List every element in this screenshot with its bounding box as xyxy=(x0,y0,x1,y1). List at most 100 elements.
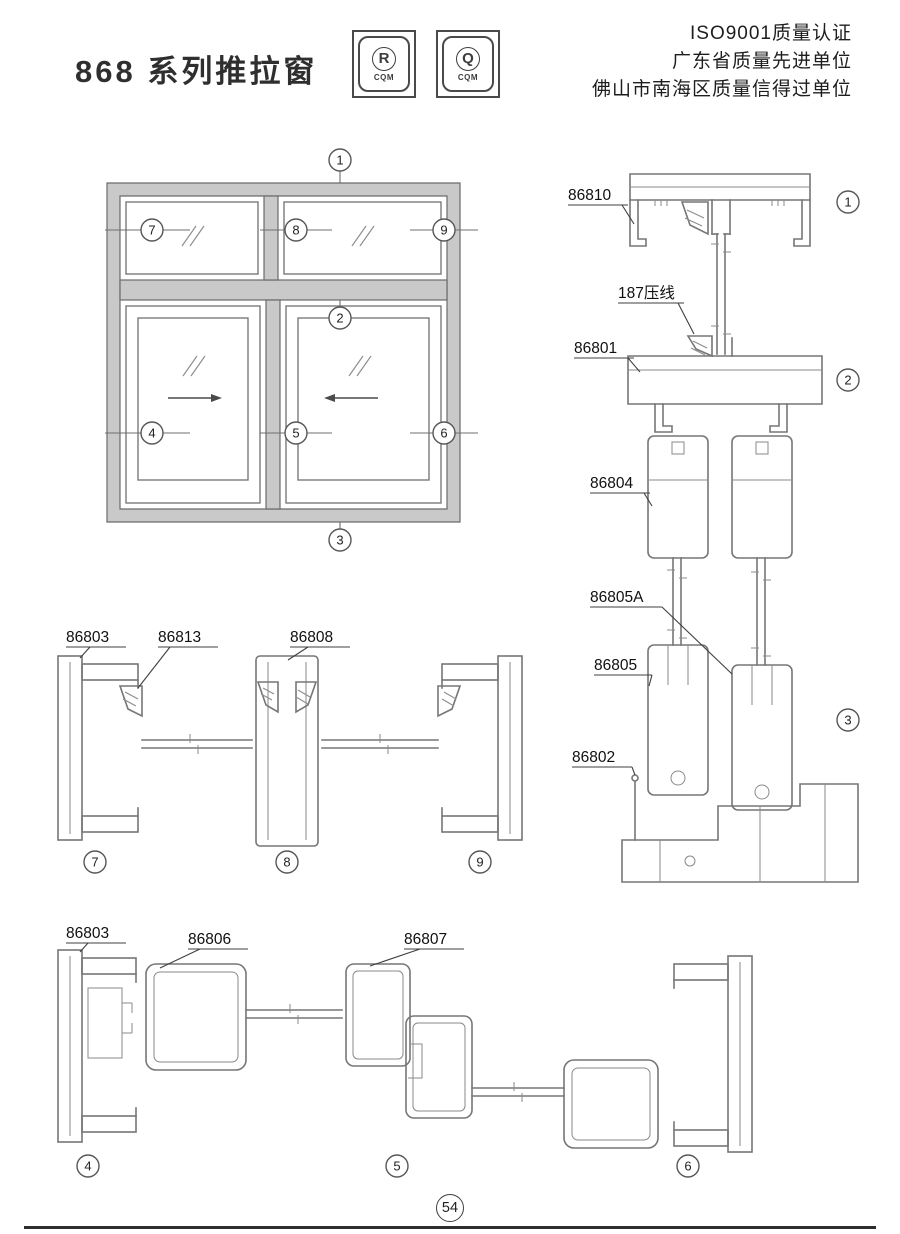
svg-text:86808: 86808 xyxy=(290,629,333,646)
svg-text:187压线: 187压线 xyxy=(618,284,675,302)
svg-text:1: 1 xyxy=(336,153,343,168)
cert-stamp-q-icon: Q CQM xyxy=(436,30,500,98)
bottom-mullion xyxy=(265,299,281,510)
label-86805: 86805 xyxy=(594,657,653,687)
svg-text:86805: 86805 xyxy=(594,657,637,674)
callout-7: 7 xyxy=(105,218,190,242)
callout-1: 1 xyxy=(328,148,352,183)
top-mullion xyxy=(263,195,279,281)
cert-line: 广东省质量先进单位 xyxy=(671,51,852,72)
glazing-bead-wedge-86813 xyxy=(118,685,143,718)
callout-8: 8 xyxy=(260,218,332,242)
svg-text:2: 2 xyxy=(336,311,343,326)
left-sash xyxy=(125,305,261,504)
glass-pane-section xyxy=(711,233,731,355)
cert-line: ISO9001质量认证 xyxy=(690,23,852,44)
label-86808: 86808 xyxy=(287,629,350,661)
svg-text:86807: 86807 xyxy=(404,931,447,948)
stamp-letter: R xyxy=(372,46,396,71)
label-86807: 86807 xyxy=(369,931,464,967)
glass-pane-section xyxy=(471,1082,565,1102)
footer-rule xyxy=(24,1226,876,1229)
svg-text:86801: 86801 xyxy=(574,340,617,357)
svg-text:86803: 86803 xyxy=(66,629,109,646)
glass-pane-section xyxy=(141,734,253,754)
page-number: 54 xyxy=(436,1194,464,1222)
cert-stamp-r-icon: R CQM xyxy=(352,30,416,98)
svg-text:2: 2 xyxy=(844,373,851,388)
glass-pane-section xyxy=(667,557,771,666)
glazing-bead-wedge xyxy=(680,201,709,236)
svg-text:3: 3 xyxy=(336,533,343,548)
page-title: 868 系列推拉窗 xyxy=(75,54,318,89)
profile-86801-section xyxy=(627,337,823,433)
glass-pane-section xyxy=(321,734,439,754)
callout-5: 5 xyxy=(385,1154,409,1178)
label-86806: 86806 xyxy=(159,931,248,969)
profile-86802-section xyxy=(621,774,859,883)
callout-2: 2 xyxy=(836,368,860,392)
svg-text:5: 5 xyxy=(393,1159,400,1174)
profile-86803-section xyxy=(57,949,137,1143)
bottom-horizontal-section-diagram: 86803 86806 86807 4 5 6 xyxy=(57,925,753,1178)
callout-6: 6 xyxy=(410,421,478,445)
svg-text:9: 9 xyxy=(476,855,483,870)
callout-1: 1 xyxy=(836,190,860,214)
label-86813: 86813 xyxy=(137,629,218,689)
window-frame xyxy=(106,182,461,523)
label-86801: 86801 xyxy=(574,340,641,373)
transom-bar xyxy=(119,279,448,301)
profile-right-jamb-section xyxy=(673,955,753,1153)
svg-text:6: 6 xyxy=(684,1159,691,1174)
profile-right-jamb-section xyxy=(437,655,523,841)
mid-horizontal-section-diagram: 86803 86813 86808 7 8 9 xyxy=(57,629,523,874)
callout-6: 6 xyxy=(676,1154,700,1178)
callout-9: 9 xyxy=(468,850,492,874)
stamp-sub: CQM xyxy=(457,72,479,82)
svg-text:7: 7 xyxy=(91,855,98,870)
profile-86808-section xyxy=(255,655,319,847)
svg-text:6: 6 xyxy=(440,426,447,441)
label-86803: 86803 xyxy=(66,925,126,953)
svg-text:4: 4 xyxy=(84,1159,91,1174)
svg-text:86803: 86803 xyxy=(66,925,109,942)
svg-text:86802: 86802 xyxy=(572,749,615,766)
callout-3: 3 xyxy=(328,522,352,552)
svg-text:86810: 86810 xyxy=(568,187,611,204)
label-86802: 86802 xyxy=(572,749,636,776)
profile-86807-section xyxy=(345,963,473,1119)
stamp-sub: CQM xyxy=(373,72,395,82)
certification-lines: ISO9001质量认证 广东省质量先进单位 佛山市南海区质量信得过单位 xyxy=(592,20,852,104)
svg-text:86806: 86806 xyxy=(188,931,231,948)
callout-4: 4 xyxy=(105,421,190,445)
svg-text:9: 9 xyxy=(440,223,447,238)
profile-86804-section xyxy=(647,435,793,559)
cert-stamp-r-inner: R CQM xyxy=(358,36,410,92)
cert-line: 佛山市南海区质量信得过单位 xyxy=(591,79,852,100)
vertical-section-diagram: 86810 187压线 86801 86804 86805A 86805 868… xyxy=(568,173,860,883)
label-86803: 86803 xyxy=(66,629,126,659)
callout-4: 4 xyxy=(76,1154,100,1178)
profile-86805A-section xyxy=(731,664,793,811)
svg-text:86805A: 86805A xyxy=(590,589,644,606)
callout-5: 5 xyxy=(260,421,332,445)
profile-187-bead xyxy=(686,335,713,358)
callout-8: 8 xyxy=(275,850,299,874)
profile-86806-section xyxy=(145,963,247,1071)
svg-text:3: 3 xyxy=(844,713,851,728)
svg-text:8: 8 xyxy=(292,223,299,238)
profile-86805-section xyxy=(647,644,709,796)
profile-86810-section xyxy=(629,173,811,247)
callout-3: 3 xyxy=(836,708,860,732)
svg-text:86813: 86813 xyxy=(158,629,201,646)
svg-text:8: 8 xyxy=(283,855,290,870)
label-86805A: 86805A xyxy=(590,589,733,675)
svg-text:4: 4 xyxy=(148,426,155,441)
svg-text:1: 1 xyxy=(844,195,851,210)
svg-text:7: 7 xyxy=(148,223,155,238)
callout-9: 9 xyxy=(410,218,478,242)
glass-pane-section xyxy=(245,1004,343,1024)
label-86804: 86804 xyxy=(590,475,653,507)
label-187-bead: 187压线 xyxy=(618,284,695,335)
